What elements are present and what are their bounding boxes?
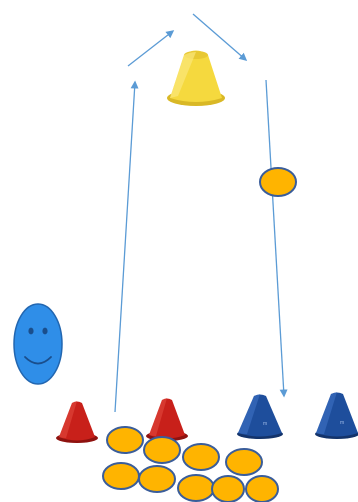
smiley-face-icon xyxy=(13,303,63,385)
cone-icon: m xyxy=(237,394,283,439)
svg-text:m: m xyxy=(340,420,344,426)
ball-icon xyxy=(259,167,297,197)
ball-icon xyxy=(106,426,144,454)
ball-icon xyxy=(177,474,215,502)
arrow-icon xyxy=(265,79,288,398)
cone-icon: m xyxy=(315,392,358,439)
ball-icon xyxy=(225,448,263,476)
arrows xyxy=(114,13,288,413)
cone-icon xyxy=(56,401,98,443)
ball-icon xyxy=(182,443,220,471)
ball-icon xyxy=(143,436,181,464)
ball-pile xyxy=(102,426,279,502)
ball-icon xyxy=(138,465,176,493)
ball-icon xyxy=(211,475,245,502)
arrow-icon xyxy=(114,80,139,413)
cone-icon xyxy=(146,398,188,441)
ball-icon xyxy=(245,475,279,502)
ball-icon xyxy=(102,462,140,490)
arrow-icon xyxy=(192,13,248,61)
svg-text:m: m xyxy=(263,421,267,427)
arrow-icon xyxy=(127,30,175,67)
cone-icon xyxy=(167,50,225,106)
